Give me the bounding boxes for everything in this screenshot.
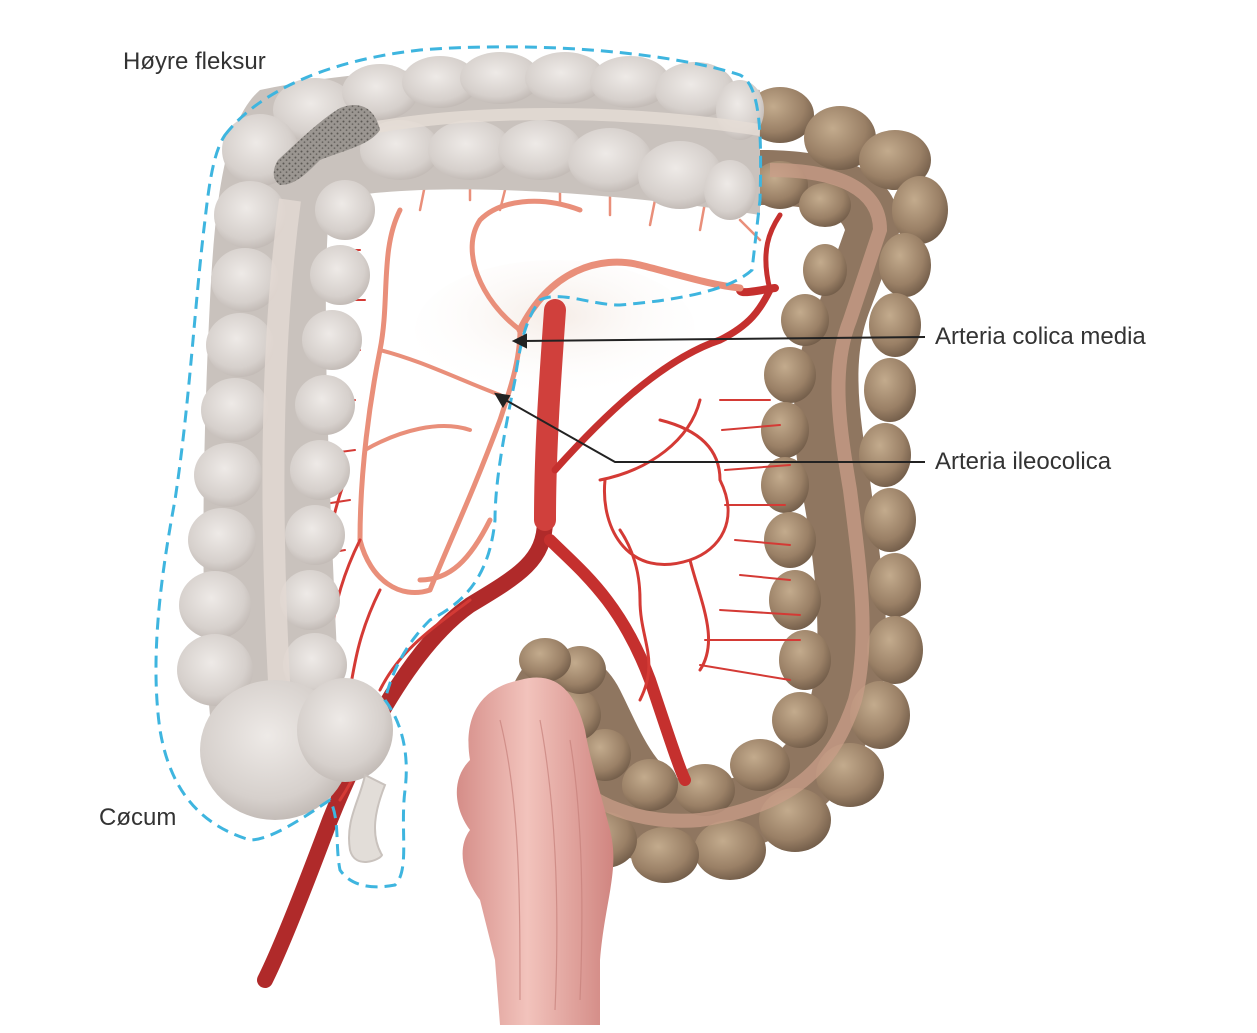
arteria-ileocolica-label: Arteria ileocolica [935, 448, 1112, 475]
arrowhead-ileocolica [494, 392, 511, 408]
arrowhead-colica-media [511, 333, 527, 349]
right-iliac-branch [544, 534, 691, 786]
arteria-ileocolica-vessel [516, 258, 744, 334]
remaining-colon [489, 87, 948, 883]
ascending-colon-haustra [177, 114, 375, 706]
descending-colon-haustra [489, 87, 948, 883]
transverse-colon-haustra [273, 52, 764, 220]
resection-outline [154, 45, 763, 889]
leader-line-ileocolica [501, 397, 925, 463]
tumor [273, 104, 380, 185]
rectum [456, 677, 614, 1025]
appendix [348, 773, 387, 863]
arteria-colica-media-label: Arteria colica media [935, 323, 1146, 350]
resected-colon [177, 52, 764, 863]
arteria-colica-media-vessel [551, 286, 774, 474]
caecum-label: Cøcum [99, 804, 177, 831]
leader-lines [494, 333, 926, 463]
right-flexure-label: Høyre fleksur [123, 48, 266, 75]
leader-line-colica-media [521, 336, 926, 342]
